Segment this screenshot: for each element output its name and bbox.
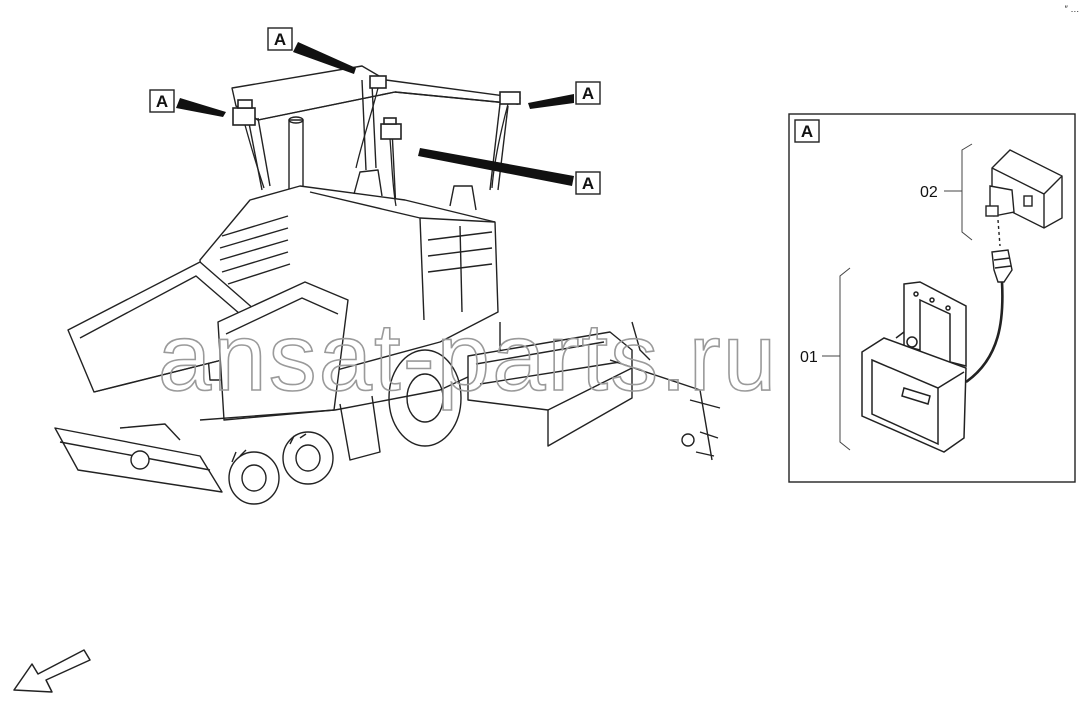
lamp-cables: [244, 87, 509, 207]
pointer-wedge: [176, 98, 226, 117]
lamp-cable-detail: [965, 281, 1004, 384]
callout-letter: A: [582, 84, 594, 103]
callout-boxes: [149, 27, 601, 195]
detail-panel: A 02 01: [788, 113, 1076, 483]
lamp-location-front-left: [232, 107, 256, 126]
work-lamp-part-01: [861, 281, 967, 453]
lamp-location-right: [499, 91, 521, 105]
part-label-02: 02: [920, 184, 938, 201]
paver-machine-drawing: [54, 65, 721, 505]
connector-part-02: [985, 149, 1063, 283]
callout-letters: A A A A: [156, 30, 594, 193]
detail-panel-tag: [794, 119, 820, 143]
corner-mark: ″ …: [1065, 4, 1080, 14]
callout-box-roof: [267, 27, 293, 51]
lamp-location-rear-center: [380, 123, 402, 140]
callout-box-lower-right: [575, 171, 601, 195]
callout-letter: A: [156, 92, 168, 111]
callout-box-right: [575, 81, 601, 105]
callout-box-left: [149, 89, 175, 113]
lamp-locations: [232, 75, 521, 140]
lamp-bracket: [383, 117, 397, 125]
direction-arrow-icon: [13, 649, 91, 693]
pointer-wedge: [293, 42, 356, 74]
bracket-01: [839, 267, 851, 451]
lamp-location-roof-front: [369, 75, 387, 89]
callout-letter: A: [274, 30, 286, 49]
pointer-wedge: [418, 148, 574, 186]
pointer-wedge: [528, 94, 574, 109]
detail-panel-letter: A: [801, 122, 813, 141]
watermark: ansat-parts.ru: [158, 304, 778, 411]
callout-pointers: [176, 42, 574, 186]
callout-letter: A: [582, 174, 594, 193]
lamp-bracket: [237, 99, 253, 109]
part-label-01: 01: [800, 349, 818, 366]
